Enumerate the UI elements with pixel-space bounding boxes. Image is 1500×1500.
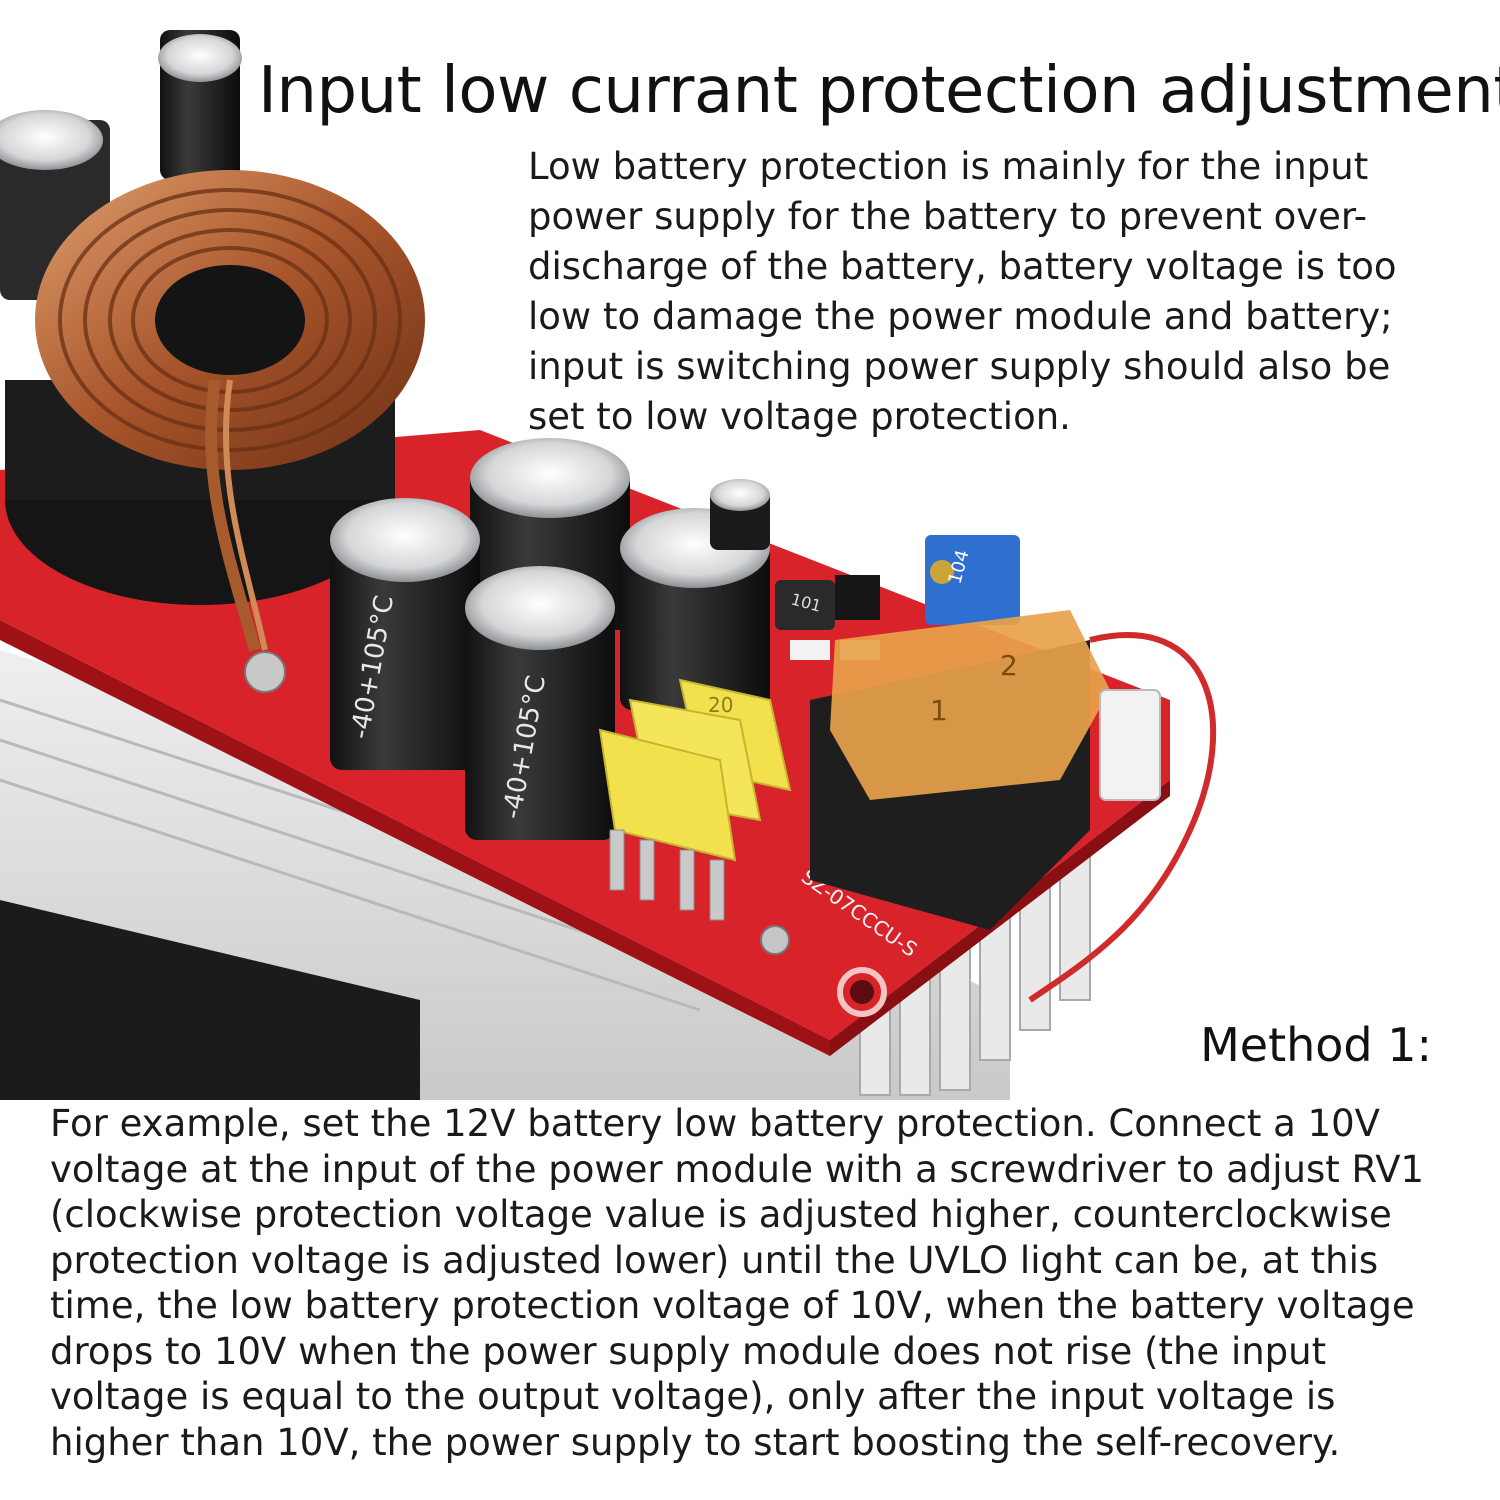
- terminal-number: 1: [930, 694, 948, 727]
- capacitor: -40+105°C: [465, 566, 615, 840]
- trimmer-potentiometer: 104: [925, 535, 1020, 625]
- toroidal-inductor: [5, 170, 425, 652]
- led-wire: [1028, 632, 1217, 1003]
- method-description: For example, set the 12V battery low bat…: [50, 1102, 1425, 1464]
- small-capacitors: [0, 30, 242, 300]
- method-title: Method 1:: [1200, 1018, 1432, 1072]
- fan-shadow: [0, 900, 420, 1100]
- screw-terminal: [244, 651, 286, 693]
- connector: [1099, 689, 1161, 801]
- terminal-block: 1 2: [810, 610, 1110, 930]
- terminal-cover: [830, 610, 1110, 800]
- blade-fuses: 20: [598, 678, 792, 921]
- heatsink-fins: [859, 848, 1091, 1096]
- headline: Input low currant protection adjustment: [258, 54, 1500, 128]
- blade-fuse: [598, 728, 737, 862]
- fuse-rating-label: 20: [708, 693, 733, 717]
- ic-chip: [835, 575, 880, 620]
- capacitor: [710, 479, 770, 550]
- terminal-number: 2: [1000, 649, 1018, 682]
- intro-paragraph: Low battery protection is mainly for the…: [528, 145, 1397, 438]
- mounting-hole: [837, 967, 887, 1017]
- mounting-screw: [760, 925, 790, 955]
- electrolytic-capacitors: -40+105°C -40+105°C: [330, 438, 770, 840]
- capacitor: -40+105°C: [330, 498, 480, 770]
